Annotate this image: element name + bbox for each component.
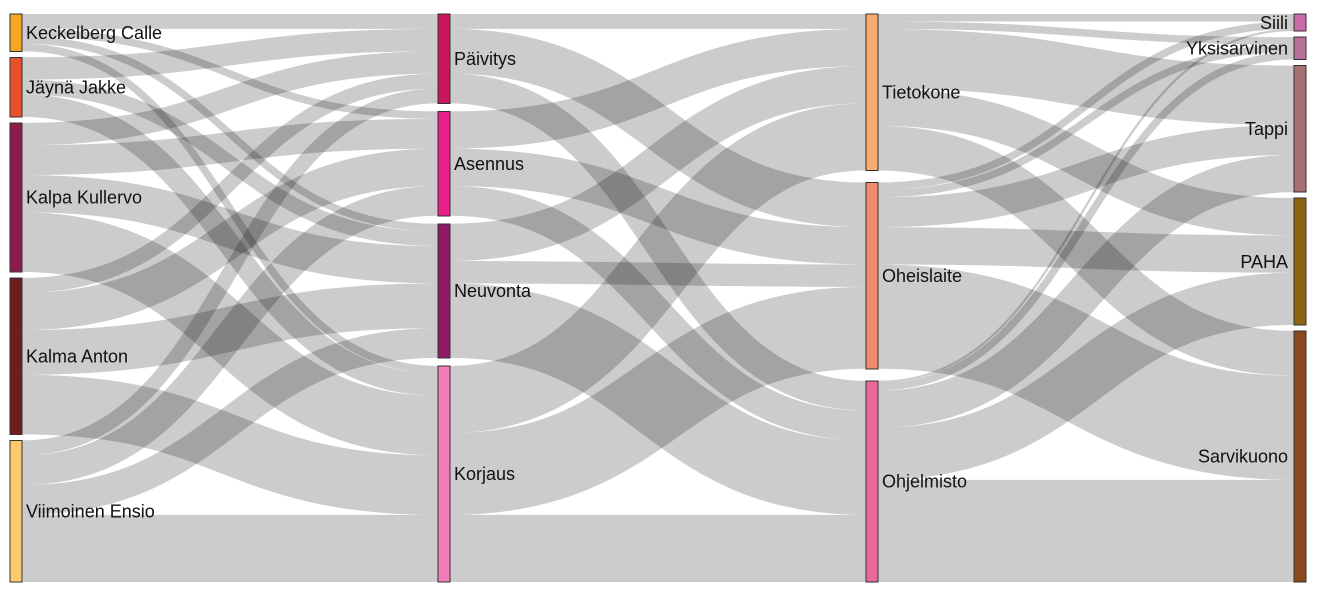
link-neuvonta-to-tietokone[interactable]	[449, 66, 867, 262]
link-paivitys-to-oheislaite[interactable]	[449, 28, 867, 228]
node-label-korjaus: Korjaus	[454, 464, 515, 484]
node-label-asennus: Asennus	[454, 154, 524, 174]
node-kalpa[interactable]: Kalpa Kullervo	[9, 122, 142, 273]
node-paha[interactable]: PAHA	[1240, 197, 1307, 326]
node-bar-yksisarvinen[interactable]	[1293, 36, 1307, 60]
node-jayna[interactable]: Jäynä Jakke	[9, 56, 126, 118]
node-bar-paha[interactable]	[1293, 197, 1307, 326]
node-label-jayna: Jäynä Jakke	[26, 77, 126, 97]
node-bar-asennus[interactable]	[437, 110, 451, 217]
link-asennus-to-ohjelmisto[interactable]	[449, 185, 867, 441]
node-label-tappi: Tappi	[1245, 119, 1288, 139]
node-label-kalma: Kalma Anton	[26, 346, 128, 366]
link-paivitys-to-ohjelmisto[interactable]	[449, 73, 867, 411]
node-bar-kalma[interactable]	[9, 277, 23, 435]
node-viimoinen[interactable]: Viimoinen Ensio	[9, 439, 155, 583]
link-kalpa-to-neuvonta[interactable]	[21, 175, 439, 284]
node-label-ohjelmisto: Ohjelmisto	[882, 472, 967, 492]
node-bar-ohjelmisto[interactable]	[865, 380, 879, 583]
link-neuvonta-to-ohjelmisto[interactable]	[449, 283, 867, 515]
link-tietokone-to-yksisarvinen[interactable]	[877, 21, 1295, 45]
node-bar-paivitys[interactable]	[437, 13, 451, 104]
node-tietokone[interactable]: Tietokone	[865, 13, 960, 171]
link-ohjelmisto-to-yksisarvinen[interactable]	[877, 52, 1295, 391]
node-bar-sarvikuono[interactable]	[1293, 330, 1307, 583]
node-oheislaite[interactable]: Oheislaite	[865, 181, 962, 370]
node-kalma[interactable]: Kalma Anton	[9, 277, 128, 435]
link-tietokone-to-tappi[interactable]	[877, 28, 1295, 126]
node-bar-korjaus[interactable]	[437, 365, 451, 583]
node-label-paha: PAHA	[1240, 252, 1288, 272]
link-viimoinen-to-paivitys[interactable]	[21, 88, 439, 456]
node-label-kalpa: Kalpa Kullervo	[26, 188, 142, 208]
link-oheislaite-to-tappi[interactable]	[877, 125, 1295, 228]
node-bar-viimoinen[interactable]	[9, 439, 23, 583]
node-keckelberg[interactable]: Keckelberg Calle	[9, 13, 162, 52]
node-korjaus[interactable]: Korjaus	[437, 365, 515, 583]
link-ohjelmisto-to-siili[interactable]	[877, 28, 1295, 384]
link-korjaus-to-oheislaite[interactable]	[449, 286, 867, 515]
node-bar-tietokone[interactable]	[865, 13, 879, 171]
link-keckelberg-to-neuvonta[interactable]	[21, 36, 439, 232]
node-sarvikuono[interactable]: Sarvikuono	[1198, 330, 1307, 583]
node-label-siili: Siili	[1260, 13, 1288, 33]
node-label-neuvonta: Neuvonta	[454, 281, 532, 301]
node-label-viimoinen: Viimoinen Ensio	[26, 502, 155, 522]
node-tappi[interactable]: Tappi	[1245, 64, 1307, 193]
link-asennus-to-oheislaite[interactable]	[449, 148, 867, 265]
node-bar-jayna[interactable]	[9, 56, 23, 118]
link-korjaus-to-tietokone[interactable]	[448, 103, 868, 433]
link-kalpa-to-asennus[interactable]	[21, 118, 439, 176]
link-asennus-to-tietokone[interactable]	[449, 28, 867, 149]
link-jayna-to-neuvonta[interactable]	[21, 79, 439, 247]
link-oheislaite-to-sarvikuono[interactable]	[877, 264, 1295, 480]
node-bar-neuvonta[interactable]	[437, 223, 451, 359]
link-jayna-to-paivitys[interactable]	[21, 28, 439, 80]
node-label-oheislaite: Oheislaite	[882, 266, 962, 286]
link-ohjelmisto-to-tappi[interactable]	[877, 154, 1295, 428]
link-kalma-to-paivitys[interactable]	[21, 73, 439, 293]
link-jayna-to-korjaus[interactable]	[21, 94, 439, 396]
node-bar-keckelberg[interactable]	[9, 13, 23, 52]
node-label-paivitys: Päivitys	[454, 49, 516, 69]
node-paivitys[interactable]: Päivitys	[437, 13, 516, 104]
link-oheislaite-to-siili[interactable]	[877, 21, 1295, 190]
link-viimoinen-to-neuvonta[interactable]	[21, 328, 439, 515]
node-label-yksisarvinen: Yksisarvinen	[1186, 39, 1288, 59]
node-label-keckelberg: Keckelberg Calle	[26, 23, 162, 43]
link-viimoinen-to-asennus[interactable]	[21, 185, 439, 486]
node-bar-oheislaite[interactable]	[865, 181, 879, 370]
link-kalma-to-neuvonta[interactable]	[21, 283, 439, 375]
node-label-sarvikuono: Sarvikuono	[1198, 447, 1288, 467]
node-bar-tappi[interactable]	[1293, 64, 1307, 193]
link-tietokone-to-paha[interactable]	[877, 88, 1295, 236]
link-kalma-to-korjaus[interactable]	[21, 374, 439, 515]
node-ohjelmisto[interactable]: Ohjelmisto	[865, 380, 967, 583]
link-oheislaite-to-yksisarvinen[interactable]	[877, 44, 1295, 198]
link-ohjelmisto-to-paha[interactable]	[877, 272, 1295, 480]
link-neuvonta-to-oheislaite[interactable]	[449, 261, 867, 287]
link-kalpa-to-korjaus[interactable]	[21, 212, 439, 456]
link-kalma-to-asennus[interactable]	[21, 148, 439, 331]
node-label-tietokone: Tietokone	[882, 83, 960, 103]
node-bar-kalpa[interactable]	[9, 122, 23, 273]
node-neuvonta[interactable]: Neuvonta	[437, 223, 532, 359]
link-oheislaite-to-paha[interactable]	[877, 227, 1295, 273]
link-keckelberg-to-korjaus[interactable]	[21, 43, 439, 374]
node-siili[interactable]: Siili	[1260, 13, 1307, 33]
link-kalpa-to-paivitys[interactable]	[21, 51, 439, 146]
node-yksisarvinen[interactable]: Yksisarvinen	[1186, 36, 1307, 60]
node-bar-siili[interactable]	[1293, 13, 1307, 32]
link-tietokone-to-sarvikuono[interactable]	[877, 125, 1295, 376]
link-keckelberg-to-asennus[interactable]	[21, 28, 439, 119]
node-asennus[interactable]: Asennus	[437, 110, 524, 217]
sankey-links	[21, 13, 1295, 583]
